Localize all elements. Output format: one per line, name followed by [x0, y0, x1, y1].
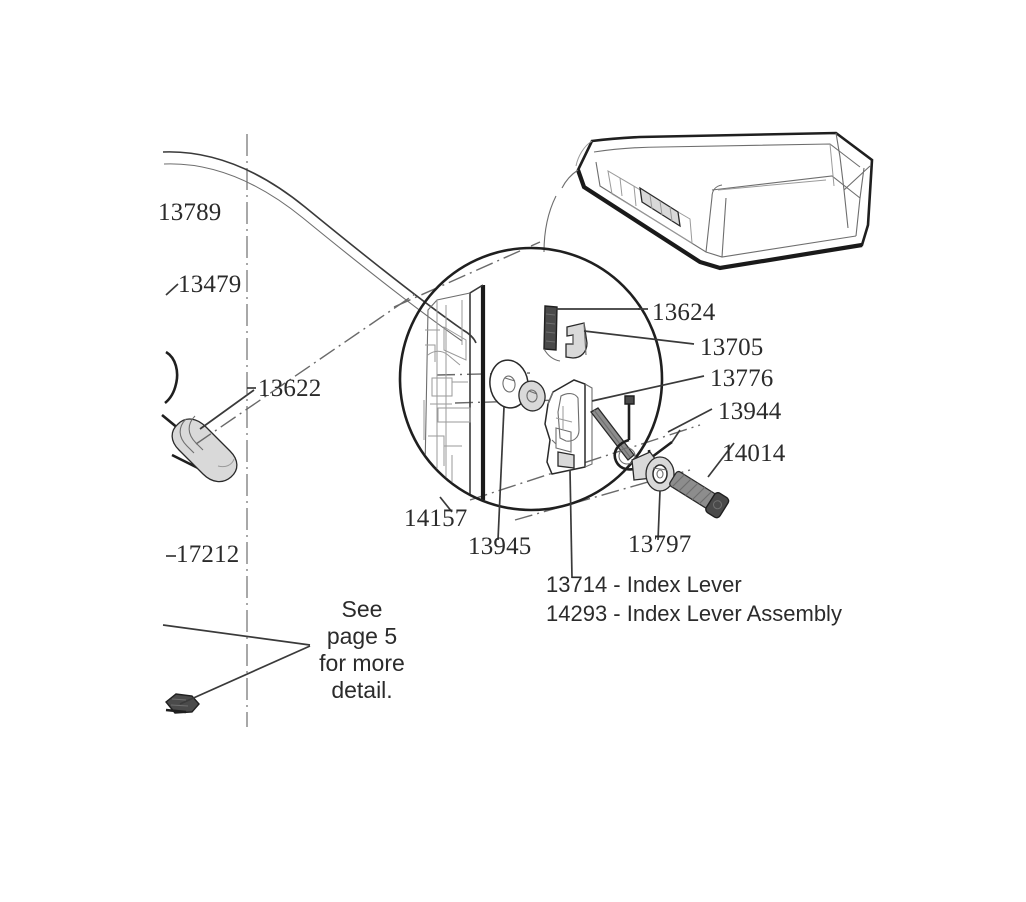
see-page-note: See page 5 for more detail. [319, 596, 405, 703]
pin-13776 [590, 407, 635, 461]
spring-13479 [164, 350, 179, 405]
callout-labels: 13789 13479 13622 17212 13624 13705 1377… [158, 199, 786, 568]
callout-13622: 13622 [258, 375, 322, 402]
index-lever-13714 [544, 379, 593, 475]
description-labels: 13714 - Index Lever 14293 - Index Lever … [546, 572, 842, 626]
spring-rod-13789 [162, 151, 477, 344]
nut-13945b [518, 380, 546, 412]
callout-13776: 13776 [710, 365, 774, 392]
screw-14014 [669, 470, 730, 519]
callout-17212: 17212 [176, 541, 240, 568]
detail-circle [398, 246, 664, 512]
callout-13789: 13789 [158, 199, 222, 226]
hopper-body [543, 131, 874, 271]
callout-13479: 13479 [178, 271, 242, 298]
note-line-3: for more [319, 650, 405, 676]
description-13714: 13714 - Index Lever [546, 572, 742, 597]
description-14293: 14293 - Index Lever Assembly [546, 601, 842, 626]
bracket-14157 [423, 284, 486, 501]
callout-13945: 13945 [468, 533, 532, 560]
callout-13705: 13705 [700, 334, 764, 361]
callout-13624: 13624 [652, 299, 716, 326]
note-line-2: page 5 [327, 623, 397, 649]
bar-13624 [543, 305, 561, 362]
callout-14157: 14157 [404, 505, 468, 532]
note-line-1: See [342, 596, 383, 622]
callout-13944: 13944 [718, 398, 782, 425]
callout-14014: 14014 [722, 440, 786, 467]
leader-lines [162, 283, 735, 705]
callout-13797: 13797 [628, 531, 692, 558]
roller-13622 [161, 413, 238, 483]
pawl-13705 [565, 322, 588, 359]
note-line-4: detail. [331, 677, 392, 703]
